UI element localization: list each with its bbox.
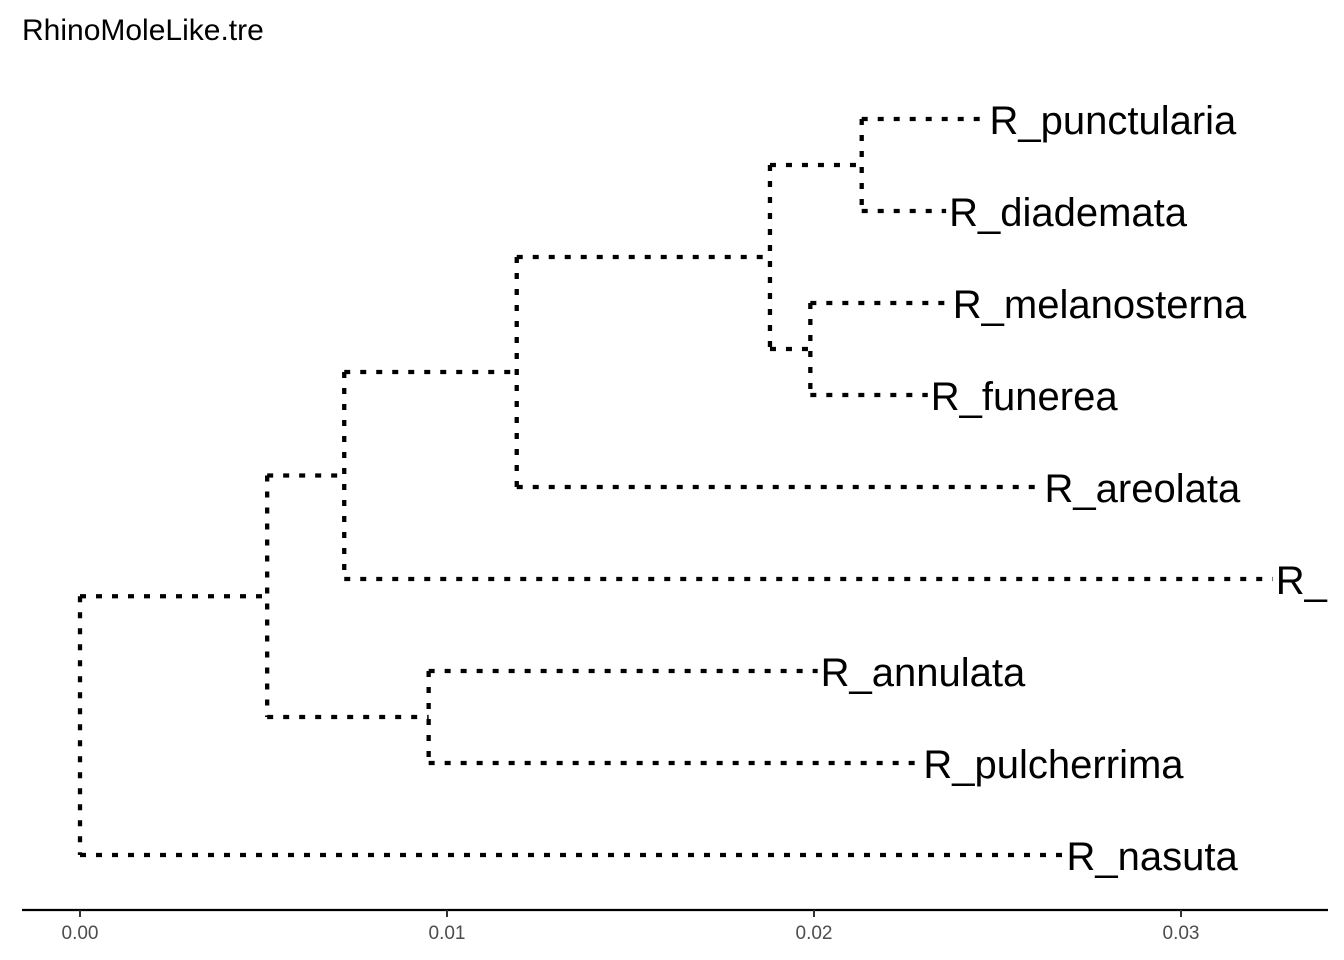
tip-label: R_punctularia <box>989 99 1237 143</box>
tip-label: R_annulata <box>821 651 1026 695</box>
tip-label: R_nasuta <box>1067 835 1239 879</box>
tip-labels: R_punctulariaR_diademataR_melanosternaR_… <box>821 99 1328 879</box>
x-axis-tick-label: 0.01 <box>429 923 466 944</box>
plot-title: RhinoMoleLike.tre <box>22 14 264 47</box>
tip-label: R_diademata <box>949 191 1188 235</box>
x-axis-tick-label: 0.00 <box>62 923 99 944</box>
tree-branches <box>77 116 1273 858</box>
x-axis-ticks: 0.00 0.01 0.02 0.03 <box>62 910 1200 944</box>
tip-label: R_funerea <box>931 375 1119 419</box>
tip-label: R_melanosterna <box>953 283 1247 327</box>
x-axis-tick-label: 0.02 <box>796 923 833 944</box>
tip-label: R_areolata <box>1045 467 1241 511</box>
x-axis: 0.00 0.01 0.02 0.03 <box>22 908 1328 944</box>
tip-label: R_pulcherrima <box>923 743 1184 787</box>
x-axis-tick-label: 0.03 <box>1163 923 1200 944</box>
tip-label: R_ <box>1276 559 1328 603</box>
